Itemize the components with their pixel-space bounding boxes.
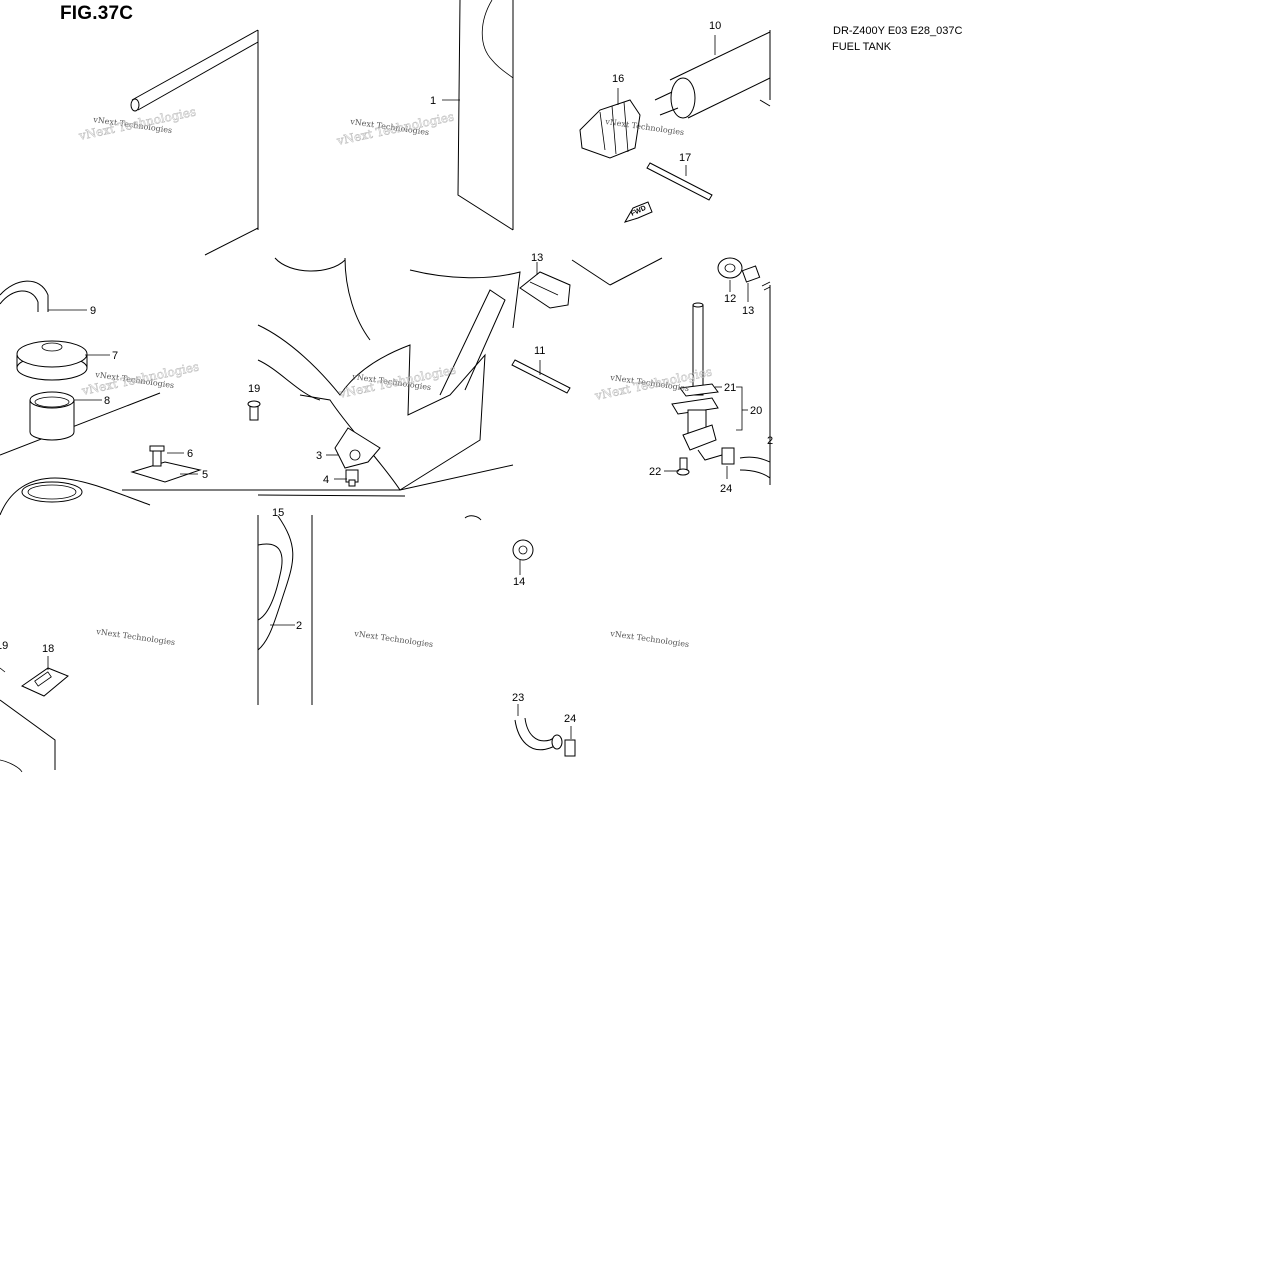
svg-text:vNext Technologies: vNext Technologies: [353, 629, 434, 649]
callout-2-right: 2: [767, 435, 773, 447]
grommet: [464, 515, 534, 561]
callout-23: 23: [512, 692, 524, 704]
tank-mount-bracket: [334, 427, 381, 487]
callout-18: 18: [42, 643, 54, 655]
callout-22: 22: [649, 466, 661, 478]
tank-cushion: [579, 99, 641, 159]
tank-bracket: [130, 445, 202, 483]
callout-14: 14: [513, 576, 525, 588]
callout-15: 15: [272, 507, 284, 519]
filler-ring: [29, 391, 75, 441]
fuel-tank-top-outline: [457, 0, 514, 231]
figure-code: DR-Z400Y E03 E28_037C: [833, 25, 963, 37]
fuel-hose: [514, 717, 576, 757]
panel-frames: [0, 0, 771, 705]
svg-text:vNext Technologies: vNext Technologies: [95, 627, 176, 647]
callout-13-top: 13: [531, 252, 543, 264]
tank-center-section: [257, 257, 521, 497]
callout-2: 2: [296, 620, 302, 632]
callout-3: 3: [316, 450, 322, 462]
hose-clamp-right: [721, 447, 771, 479]
fuel-tank-body: [0, 477, 258, 773]
svg-text:vNext Technologies: vNext Technologies: [335, 109, 455, 148]
cushion-rubber: [717, 257, 771, 291]
breather-hose: [0, 280, 49, 312]
callout-12: 12: [724, 293, 736, 305]
svg-text:vNext Technologies: vNext Technologies: [337, 362, 457, 401]
fwd-arrow: FWD: [623, 201, 653, 223]
callout-8: 8: [104, 395, 110, 407]
screw-19: [0, 400, 261, 673]
callout-20: 20: [750, 405, 762, 417]
tank-clamp: [20, 667, 69, 697]
figure-title: FIG.37C: [60, 3, 134, 24]
seat-bracket: [519, 271, 571, 309]
tank-strap: [646, 162, 713, 201]
callout-11: 11: [534, 345, 545, 357]
fuel-valve: [671, 302, 723, 461]
callout-7: 7: [112, 350, 118, 362]
svg-text:vNext Technologies: vNext Technologies: [609, 629, 690, 649]
callout-16: 16: [612, 73, 624, 85]
callout-19-left: 19: [0, 640, 8, 652]
callout-6: 6: [187, 448, 193, 460]
valve-screw: [676, 457, 690, 476]
callout-9: 9: [90, 305, 96, 317]
fuel-cap: [16, 340, 88, 381]
callout-1: 1: [430, 95, 436, 107]
watermarks: vNext Technologies vNext Technologies vN…: [76, 104, 713, 649]
tank-rod: [130, 29, 259, 112]
callout-19: 19: [248, 383, 260, 395]
figure-caption: FUEL TANK: [832, 41, 892, 53]
tank-tube: [654, 31, 771, 119]
leader-lines: [47, 35, 749, 739]
callout-10: 10: [709, 20, 721, 32]
callout-13: 13: [742, 305, 754, 317]
callout-24-hose: 24: [564, 713, 576, 725]
callout-labels: 1 2 3 4 5 6 7 8 9 10 11 12 13 14 15 16 1…: [0, 20, 773, 725]
callout-4: 4: [323, 474, 329, 486]
tank-cover-outline: [257, 515, 294, 651]
hose-clip: [511, 359, 571, 394]
callout-5: 5: [202, 469, 208, 481]
callout-21: 21: [724, 382, 736, 394]
callout-17: 17: [679, 152, 691, 164]
callout-24-valve: 24: [720, 483, 732, 495]
